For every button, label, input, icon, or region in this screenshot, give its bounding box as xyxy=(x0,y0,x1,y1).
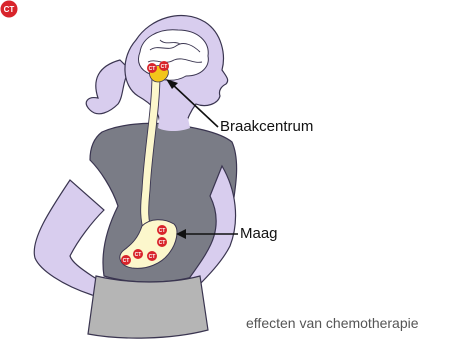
ct-badge-brain-1: CT xyxy=(147,63,157,73)
ct-badge-brain-2: CT xyxy=(159,61,169,71)
ct-badge-stomach-3-text: CT xyxy=(135,252,142,258)
ct-badge-stomach-3: CT xyxy=(133,249,143,259)
ct-badge-brain-2-text: CT xyxy=(161,64,168,70)
legend-ct-icon-text: CT xyxy=(4,5,15,14)
ct-badge-stomach-2: CT xyxy=(157,237,167,247)
ct-badge-stomach-2-text: CT xyxy=(159,240,166,246)
ct-badge-brain-1-text: CT xyxy=(149,66,156,72)
ct-badge-stomach-1: CT xyxy=(157,225,167,235)
ct-badge-stomach-4: CT xyxy=(147,251,157,261)
ct-badge-stomach-4-text: CT xyxy=(149,254,156,260)
ponytail xyxy=(86,60,130,114)
ct-badge-stomach-5: CT xyxy=(121,255,131,265)
skirt xyxy=(88,276,208,338)
ct-badge-stomach-5-text: CT xyxy=(123,258,130,264)
legend-text: effecten van chemotherapie xyxy=(246,315,419,331)
label-maag: Maag xyxy=(240,225,278,242)
label-braakcentrum: Braakcentrum xyxy=(220,118,313,135)
ct-badge-stomach-1-text: CT xyxy=(159,228,166,234)
legend-ct-icon: CT xyxy=(0,0,18,18)
brain xyxy=(138,30,208,81)
